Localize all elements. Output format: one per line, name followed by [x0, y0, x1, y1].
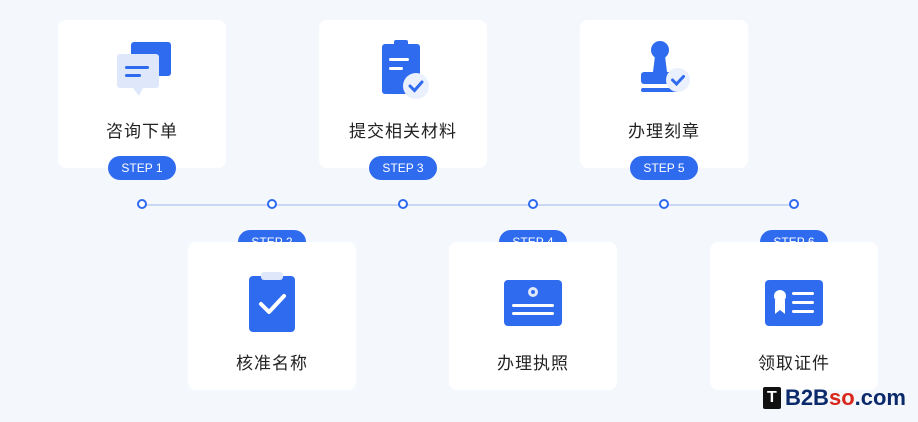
- step-badge-3: STEP 3: [369, 156, 437, 180]
- step-title-6: 领取证件: [758, 354, 830, 374]
- step-title-2: 核准名称: [236, 354, 308, 374]
- chat-bubbles-icon: [117, 42, 171, 96]
- step-card-6: 领取证件: [710, 242, 878, 390]
- step-title-1: 咨询下单: [106, 122, 178, 142]
- watermark-mark: T: [762, 387, 781, 409]
- id-certificate-icon: [765, 280, 823, 326]
- step-title-3: 提交相关材料: [349, 122, 457, 142]
- timeline-dot-2: [267, 199, 277, 209]
- step-title-5: 办理刻章: [628, 122, 700, 142]
- stamp-check-icon: [641, 41, 690, 92]
- timeline-dot-5: [659, 199, 669, 209]
- timeline-dot-3: [398, 199, 408, 209]
- timeline-dot-4: [528, 199, 538, 209]
- watermark-so: so: [828, 385, 855, 410]
- step-badge-1: STEP 1: [108, 156, 176, 180]
- clipboard-check-icon: [249, 272, 295, 332]
- timeline-line: [142, 204, 794, 206]
- step-card-1: 咨询下单: [58, 20, 226, 168]
- step-card-4: 办理执照: [449, 242, 617, 390]
- document-check-icon: [382, 40, 429, 99]
- step-card-2: 核准名称: [188, 242, 356, 390]
- watermark-logo: T B2B so .com: [762, 384, 906, 412]
- step-title-4: 办理执照: [497, 354, 569, 374]
- step-card-3: 提交相关材料: [319, 20, 487, 168]
- step-badge-5: STEP 5: [630, 156, 698, 180]
- license-card-icon: [504, 280, 562, 326]
- step-card-5: 办理刻章: [580, 20, 748, 168]
- watermark-b2b: B2B: [784, 385, 829, 410]
- timeline-dot-1: [137, 199, 147, 209]
- watermark-com: .com: [854, 385, 906, 410]
- timeline-dot-6: [789, 199, 799, 209]
